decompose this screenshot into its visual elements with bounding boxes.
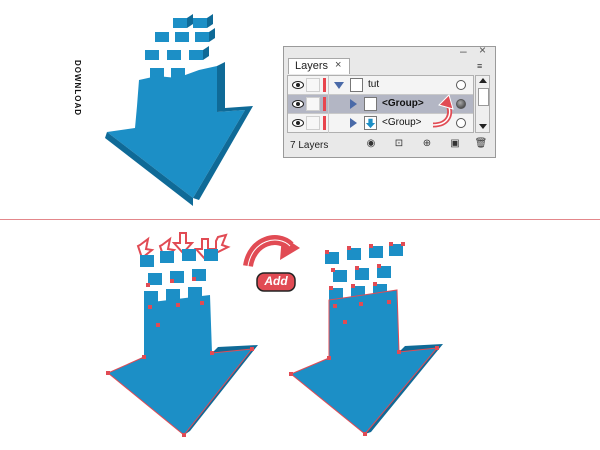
lock-toggle[interactable] — [306, 116, 320, 130]
layer-thumbnail — [350, 78, 363, 92]
panel-menu-icon[interactable]: ≡ — [477, 61, 483, 71]
layer-label[interactable]: tut — [368, 79, 380, 90]
layer-row-group[interactable]: <Group> — [288, 114, 473, 133]
layers-panel: – × Layers × ≡ tut <Group> — [283, 43, 496, 158]
arrow-body — [108, 295, 252, 435]
tab-label: Layers — [295, 60, 329, 72]
badge-shape — [256, 272, 296, 292]
row-separator — [328, 76, 329, 95]
top-arrow-illustration — [105, 14, 253, 206]
scroll-thumb[interactable] — [478, 88, 489, 106]
layer-thumbnail — [364, 97, 377, 111]
tab-close-icon[interactable]: × — [335, 59, 342, 71]
lock-toggle[interactable] — [306, 97, 320, 111]
layers-list: tut <Group> <Group> — [287, 75, 474, 133]
new-sublayer-icon[interactable]: ⊕ — [422, 138, 432, 149]
make-clipping-mask-icon[interactable]: ⊡ — [394, 138, 404, 149]
anchor-points — [289, 242, 439, 436]
section-divider — [0, 219, 600, 220]
layer-color-bar — [323, 97, 326, 111]
bottom-left-arrow-illustration — [106, 232, 258, 437]
disclosure-triangle-icon[interactable] — [334, 82, 344, 89]
locate-object-icon[interactable]: ◉ — [366, 138, 376, 149]
lock-toggle[interactable] — [306, 78, 320, 92]
disclosure-triangle-icon[interactable] — [350, 99, 357, 109]
layer-color-bar — [323, 78, 326, 92]
bottom-right-arrow-illustration — [289, 242, 443, 436]
layer-label[interactable]: <Group> — [382, 98, 424, 109]
disclosure-triangle-icon[interactable] — [350, 118, 357, 128]
target-circle-icon[interactable] — [456, 118, 466, 128]
minimize-icon[interactable]: – — [460, 44, 467, 58]
download-vertical-text: DOWNLOAD — [73, 60, 82, 116]
eye-icon[interactable] — [292, 99, 304, 109]
layer-row-tut[interactable]: tut — [288, 76, 473, 95]
tab-layers[interactable]: Layers × — [288, 58, 350, 74]
trash-icon[interactable]: 🗑 — [474, 138, 488, 149]
layer-label[interactable]: <Group> — [382, 117, 422, 128]
curved-arrow-icon — [243, 235, 300, 268]
scrollbar[interactable] — [475, 75, 490, 133]
scroll-down-icon[interactable] — [479, 124, 487, 129]
eye-icon[interactable] — [292, 118, 304, 128]
curved-arrow-icon — [432, 94, 454, 128]
anchor-points — [106, 277, 254, 437]
row-separator — [328, 114, 329, 133]
layer-thumbnail-arrow-icon — [364, 116, 377, 130]
add-label: Add — [264, 274, 288, 288]
layer-row-group-selected[interactable]: <Group> — [288, 95, 473, 114]
scroll-up-icon[interactable] — [479, 78, 487, 83]
layer-color-bar — [323, 116, 326, 130]
add-badge: Add — [256, 272, 296, 292]
target-circle-icon[interactable] — [456, 80, 466, 90]
layer-count: 7 Layers — [290, 140, 329, 151]
arrow-body — [107, 66, 245, 198]
row-separator — [328, 95, 329, 114]
close-icon[interactable]: × — [479, 43, 487, 57]
new-layer-icon[interactable]: ▣ — [450, 138, 460, 149]
eye-icon[interactable] — [292, 80, 304, 90]
target-circle-icon[interactable] — [456, 99, 466, 109]
arrow-body — [291, 290, 437, 434]
